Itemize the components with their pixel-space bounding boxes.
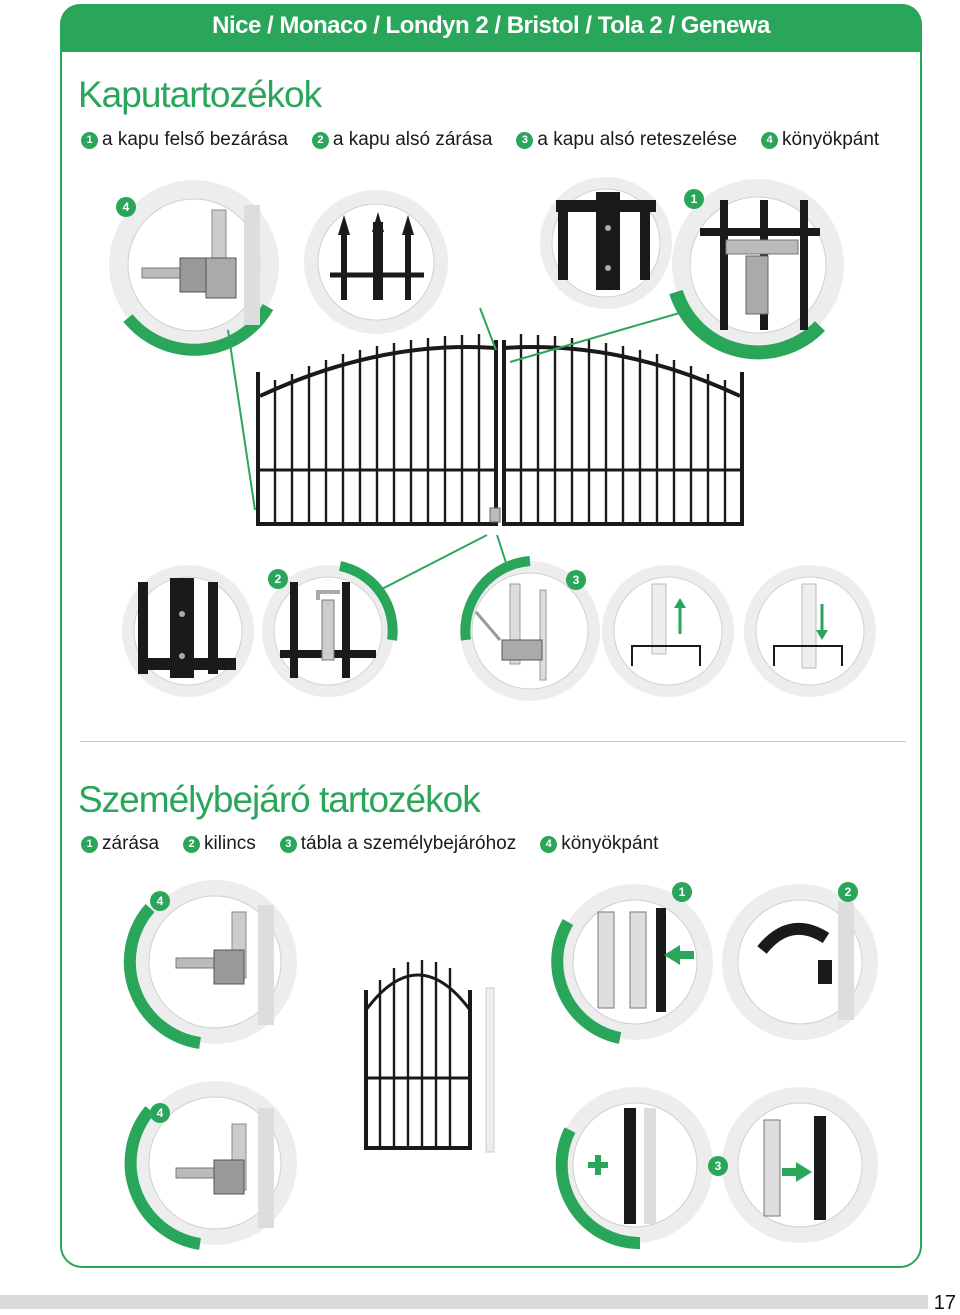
badge-gate-handle: 2 xyxy=(838,882,858,902)
gate-hinge-bottom-detail-illustration xyxy=(124,1081,297,1250)
single-gate-illustration xyxy=(364,960,495,1153)
bolt-down-detail-illustration xyxy=(744,565,876,697)
hinge-detail-illustration xyxy=(109,180,279,356)
latch-detail-illustration xyxy=(669,179,844,360)
section2-title: Személybejáró tartozékok xyxy=(78,779,481,820)
badge-gate-hinge-top: 4 xyxy=(150,891,170,911)
footer-strip xyxy=(0,1295,928,1309)
gate-plate-add-detail-illustration xyxy=(555,1087,713,1250)
page-number: 17 xyxy=(933,1292,956,1314)
badge-gate-lock: 1 xyxy=(672,882,692,902)
gate-handle-detail-illustration xyxy=(722,884,878,1040)
badge-bottom-lock: 2 xyxy=(268,569,288,589)
bottom-bolt-detail-illustration xyxy=(460,556,600,701)
section1-title: Kaputartozékok xyxy=(78,74,322,115)
bottom-lock-detail-illustration xyxy=(262,561,398,697)
spear-top-detail-illustration xyxy=(304,190,448,334)
gate-hinge-top-detail-illustration xyxy=(123,880,297,1049)
header-title: Nice / Monaco / Londyn 2 / Bristol / Tol… xyxy=(212,12,770,39)
badge-gate-plate: 3 xyxy=(708,1156,728,1176)
header-bar xyxy=(60,4,922,52)
gate-plate-mount-detail-illustration xyxy=(722,1087,878,1243)
badge-latch: 1 xyxy=(684,189,704,209)
connector-lines xyxy=(227,307,691,591)
double-gate-illustration xyxy=(256,334,744,526)
badge-hinge: 4 xyxy=(116,197,136,217)
gate-lock-detail-illustration xyxy=(551,884,713,1044)
badge-bottom-bolt: 3 xyxy=(566,570,586,590)
bolt-up-detail-illustration xyxy=(602,565,734,697)
section-divider xyxy=(80,741,906,742)
badge-gate-hinge-bottom: 4 xyxy=(150,1103,170,1123)
bottom-post-detail-illustration xyxy=(122,565,254,697)
post-detail-illustration xyxy=(540,177,672,309)
